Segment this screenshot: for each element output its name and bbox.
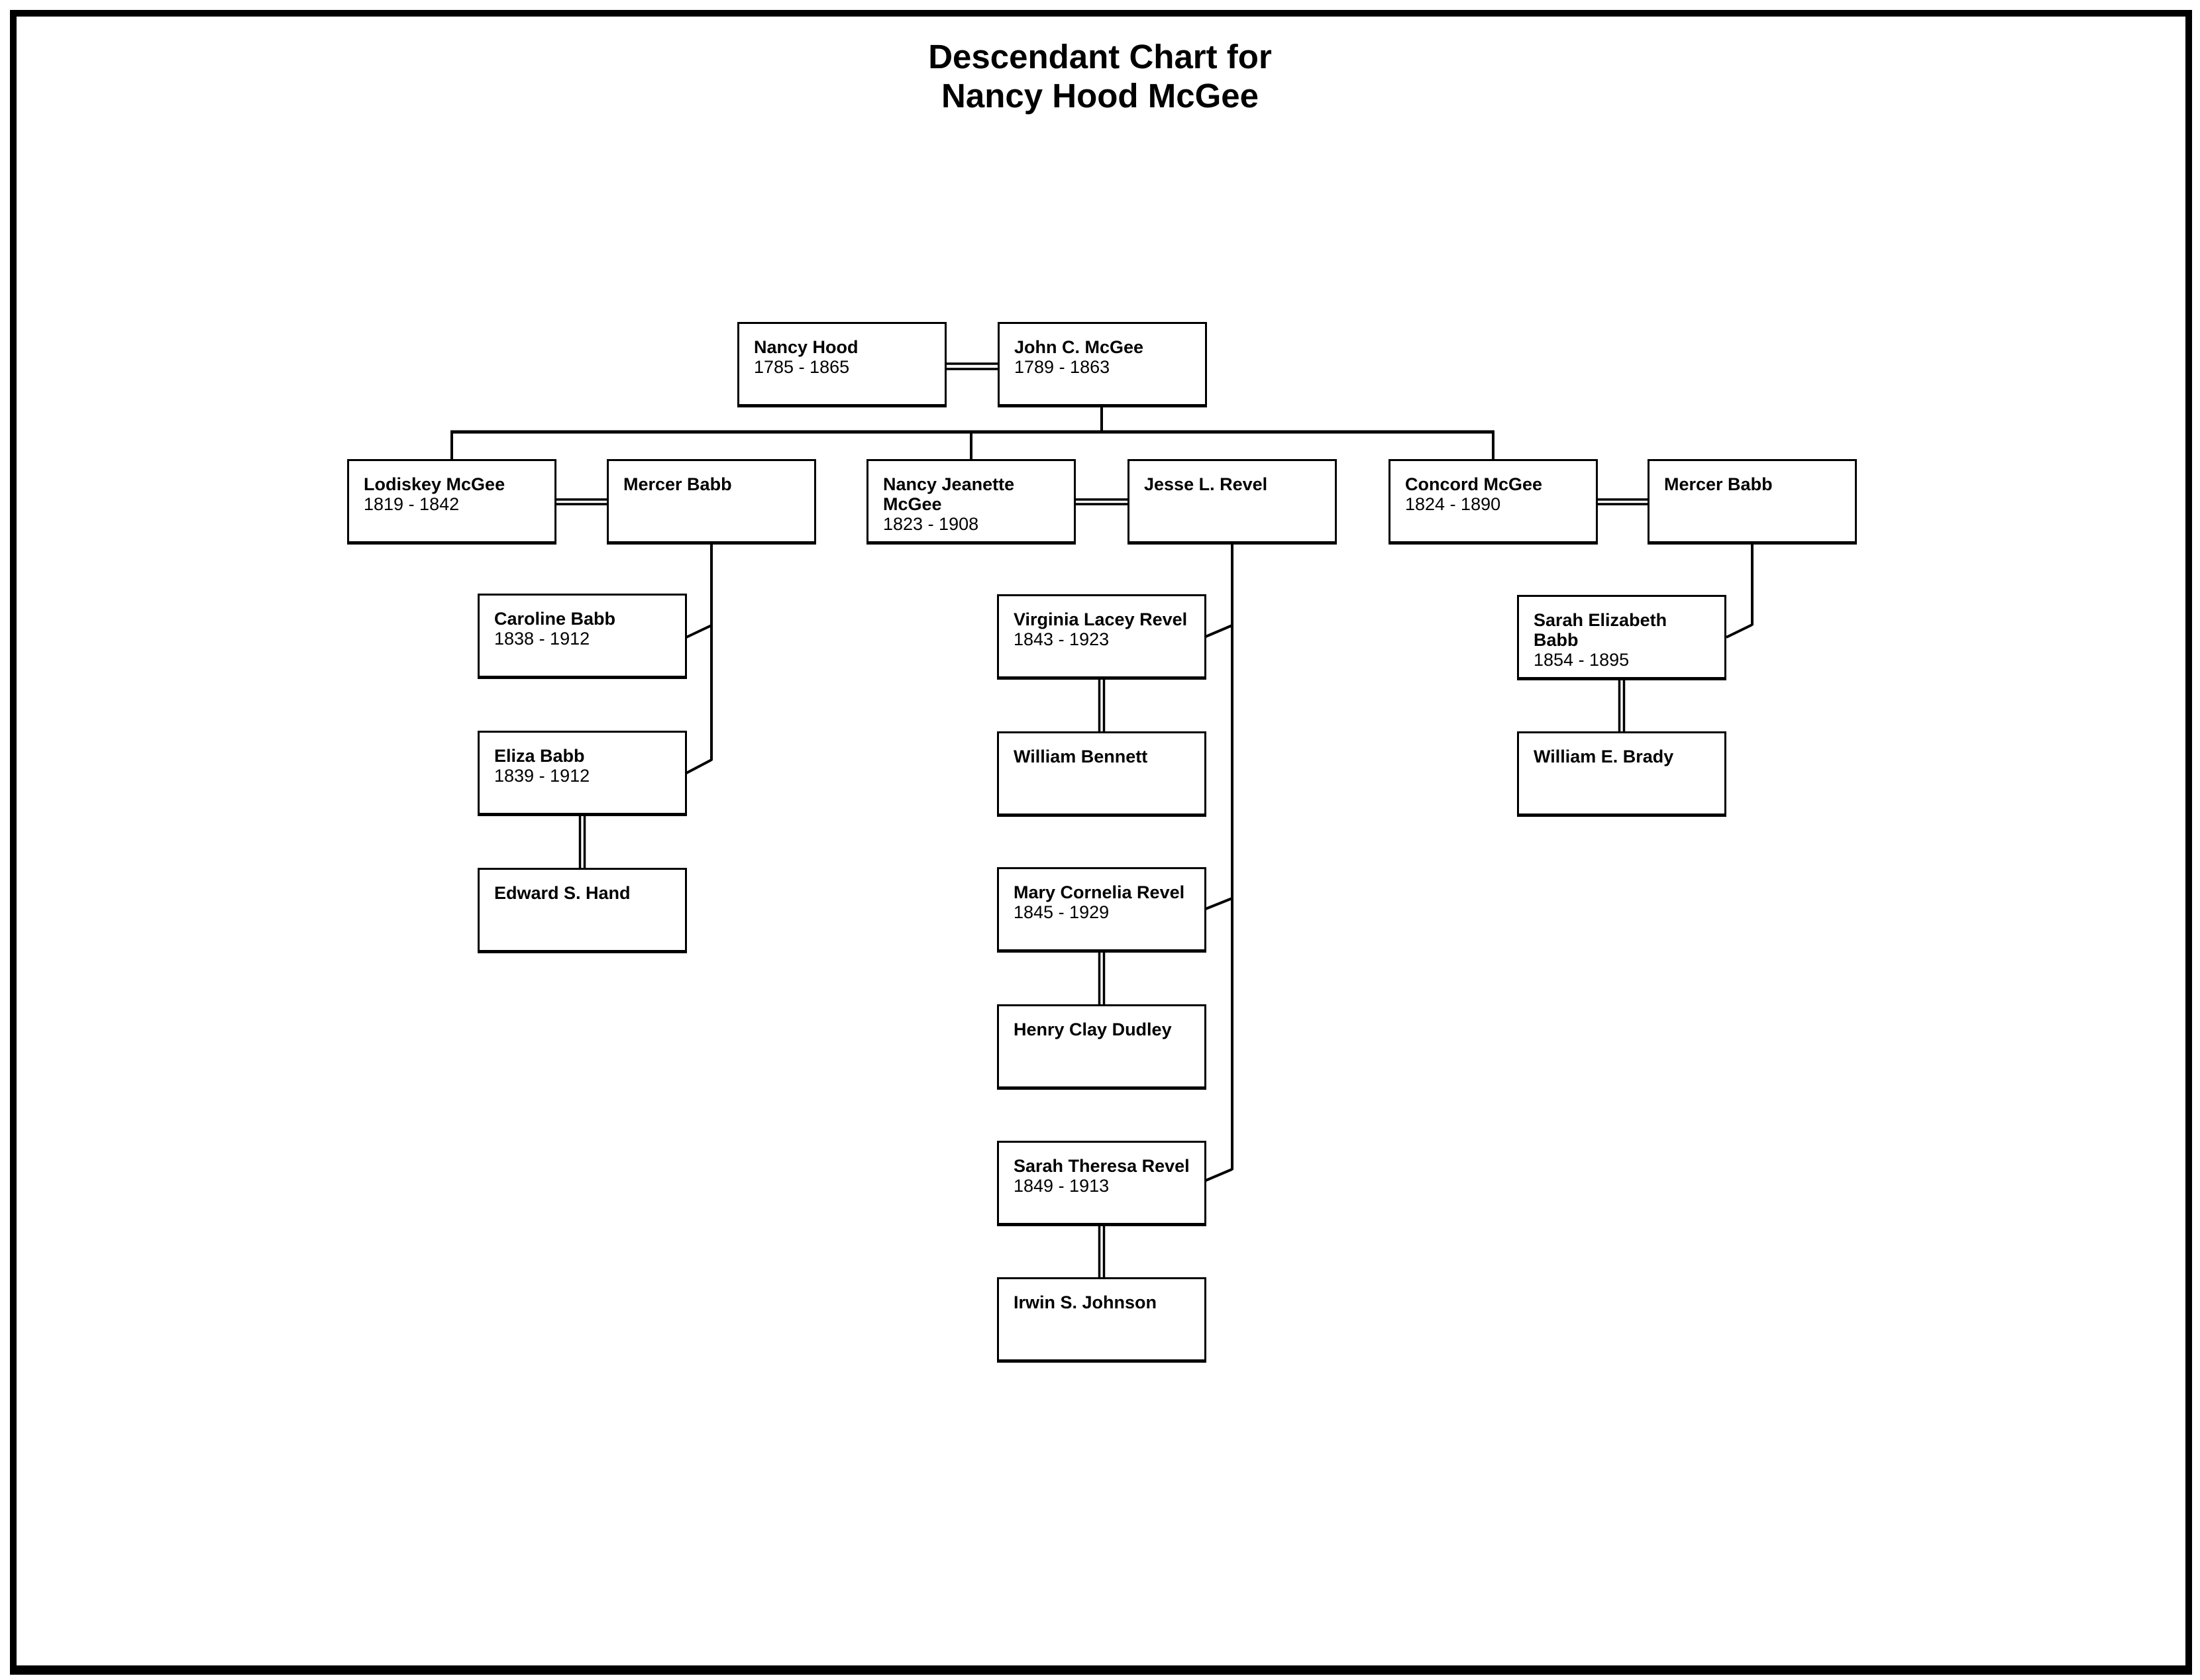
person-name-line: Babb <box>1534 630 1579 650</box>
branch-line-sarah-theresa-revel <box>1205 1168 1233 1182</box>
person-box-eliza-babb: Eliza Babb 1839 - 1912 <box>478 731 687 816</box>
person-name-line: Nancy Jeanette <box>883 474 1015 494</box>
person-name-line: Eliza Babb <box>494 746 585 766</box>
person-name-line: Caroline Babb <box>494 609 616 629</box>
marriage-link-eliza-babb-edward-s-hand <box>578 815 586 869</box>
person-name: Sarah Theresa Revel <box>1014 1156 1195 1176</box>
marriage-link-nancy-hood-john-c-mcgee <box>947 362 999 370</box>
person-box-henry-clay-dudley: Henry Clay Dudley <box>997 1004 1206 1090</box>
person-box-irwin-s-johnson: Irwin S. Johnson <box>997 1277 1206 1363</box>
page-border-frame <box>10 10 2192 1675</box>
branch-line-virginia-lacey-revel <box>1205 624 1233 638</box>
person-dates: 1839 - 1912 <box>494 766 590 786</box>
person-dates: 1845 - 1929 <box>1014 902 1110 922</box>
marriage-link-virginia-lacey-revel-william-bennett <box>1098 678 1106 733</box>
person-name: Edward S. Hand <box>494 883 676 903</box>
person-name-line: Henry Clay Dudley <box>1014 1020 1172 1039</box>
person-box-jesse-l-revel: Jesse L. Revel <box>1127 459 1337 545</box>
person-name: William Bennett <box>1014 747 1195 766</box>
person-name-line: Sarah Elizabeth <box>1534 610 1667 630</box>
person-box-john-c-mcgee: John C. McGee 1789 - 1863 <box>998 322 1207 407</box>
chart-title: Descendant Chart for Nancy Hood McGee <box>0 37 2200 115</box>
person-name: Nancy Hood <box>754 337 935 357</box>
person-dates: 1849 - 1913 <box>1014 1176 1110 1196</box>
person-name: Virginia Lacey Revel <box>1014 609 1195 629</box>
person-name-line: Mary Cornelia Revel <box>1014 882 1185 902</box>
person-box-virginia-lacey-revel: Virginia Lacey Revel 1843 - 1923 <box>997 594 1206 680</box>
person-name: Mercer Babb <box>623 474 805 494</box>
person-name: Lodiskey McGee <box>364 474 545 494</box>
person-name: Jesse L. Revel <box>1144 474 1326 494</box>
person-box-edward-s-hand: Edward S. Hand <box>478 868 687 953</box>
person-dates: 1854 - 1895 <box>1534 650 1630 670</box>
person-box-mercer-babb-1: Mercer Babb <box>607 459 816 545</box>
person-dates: 1823 - 1908 <box>883 514 979 534</box>
person-name-line: Mercer Babb <box>1664 474 1773 494</box>
person-name-line: William E. Brady <box>1534 747 1674 766</box>
person-name-line: John C. McGee <box>1014 337 1144 357</box>
person-name-line: Lodiskey McGee <box>364 474 505 494</box>
chart-title-line-1: Descendant Chart for <box>928 38 1272 76</box>
person-dates: 1838 - 1912 <box>494 629 590 649</box>
person-box-lodiskey-mcgee: Lodiskey McGee 1819 - 1842 <box>347 459 556 545</box>
person-name-line: McGee <box>883 494 942 514</box>
person-box-sarah-theresa-revel: Sarah Theresa Revel 1849 - 1913 <box>997 1141 1206 1226</box>
person-dates: 1824 - 1890 <box>1405 494 1501 514</box>
marriage-link-lodiskey-mcgee-mercer-babb <box>556 498 608 505</box>
branch-line-eliza-babb <box>686 759 712 774</box>
person-name-line: Edward S. Hand <box>494 883 631 903</box>
person-name-line: Jesse L. Revel <box>1144 474 1268 494</box>
branch-line-sarah-elizabeth-babb <box>1726 623 1753 639</box>
person-box-mercer-babb-2: Mercer Babb <box>1648 459 1857 545</box>
person-name: John C. McGee <box>1014 337 1196 357</box>
person-name: Irwin S. Johnson <box>1014 1292 1195 1312</box>
person-name-line: Virginia Lacey Revel <box>1014 609 1188 629</box>
person-name: Eliza Babb <box>494 746 676 766</box>
person-box-william-bennett: William Bennett <box>997 731 1206 817</box>
person-name: Concord McGee <box>1405 474 1587 494</box>
chart-title-line-2: Nancy Hood McGee <box>941 77 1259 115</box>
person-name-line: Irwin S. Johnson <box>1014 1292 1157 1312</box>
person-name-line: William Bennett <box>1014 747 1148 766</box>
branch-line-caroline-babb <box>686 624 712 639</box>
branch-line-mary-cornelia-revel <box>1205 897 1233 910</box>
person-box-mary-cornelia-revel: Mary Cornelia Revel 1845 - 1929 <box>997 867 1206 953</box>
person-name-line: Mercer Babb <box>623 474 732 494</box>
person-name: Caroline Babb <box>494 609 676 629</box>
person-name: Henry Clay Dudley <box>1014 1020 1195 1039</box>
person-name-line: Sarah Theresa Revel <box>1014 1156 1190 1176</box>
person-dates: 1843 - 1923 <box>1014 629 1110 649</box>
marriage-link-concord-mcgee-mercer-babb <box>1598 498 1649 505</box>
person-box-caroline-babb: Caroline Babb 1838 - 1912 <box>478 594 687 679</box>
person-dates: 1789 - 1863 <box>1014 357 1110 377</box>
person-name: Mercer Babb <box>1664 474 1846 494</box>
person-name-line: Nancy Hood <box>754 337 859 357</box>
person-box-concord-mcgee: Concord McGee 1824 - 1890 <box>1388 459 1598 545</box>
person-box-william-e-brady: William E. Brady <box>1517 731 1726 817</box>
marriage-link-sarah-theresa-revel-irwin-s-johnson <box>1098 1225 1106 1279</box>
person-dates: 1819 - 1842 <box>364 494 460 514</box>
marriage-link-mary-cornelia-revel-henry-clay-dudley <box>1098 951 1106 1006</box>
person-name: Mary Cornelia Revel <box>1014 882 1195 902</box>
marriage-link-sarah-elizabeth-babb-william-e-brady <box>1618 679 1626 733</box>
person-name-line: Concord McGee <box>1405 474 1543 494</box>
person-dates: 1785 - 1865 <box>754 357 850 377</box>
person-box-nancy-hood: Nancy Hood 1785 - 1865 <box>737 322 947 407</box>
marriage-link-nancy-jeanette-mcgee-jesse-l-revel <box>1076 498 1129 505</box>
person-name: William E. Brady <box>1534 747 1715 766</box>
